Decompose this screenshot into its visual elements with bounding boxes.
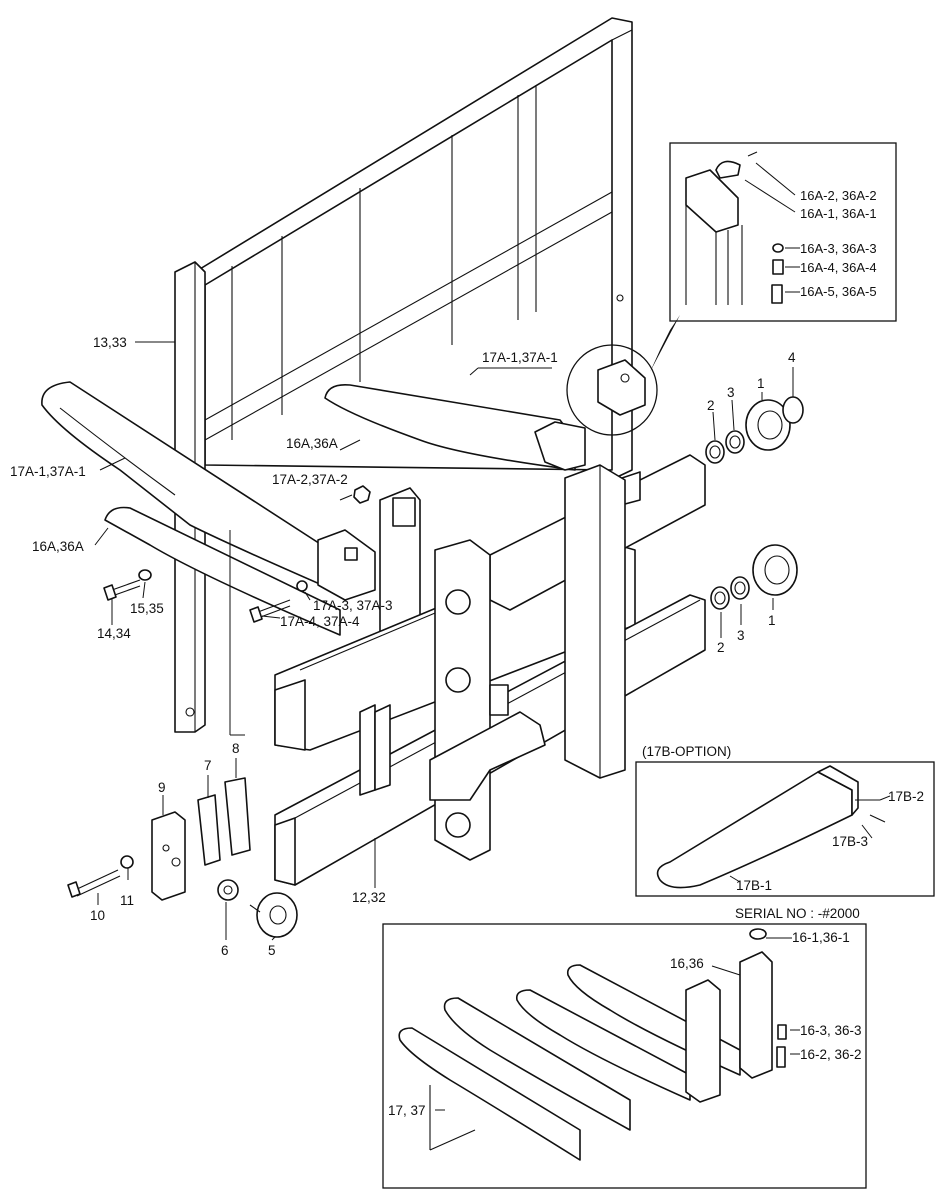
label-17a2: 17A-2,37A-2 bbox=[272, 472, 348, 487]
label-16a-4: 16A-4, 36A-4 bbox=[800, 260, 877, 275]
label-16-2: 16-2, 36-2 bbox=[800, 1047, 862, 1062]
label-10: 10 bbox=[90, 908, 105, 923]
main-labels: 13,33 17A-1,37A-1 16A,36A 17A-2,37A-2 17… bbox=[10, 335, 796, 958]
serial-box: SERIAL NO : -#2000 16-1,36-1 16,36 16-3,… bbox=[382, 906, 867, 1189]
fork-center bbox=[324, 383, 586, 471]
label-11: 11 bbox=[120, 893, 134, 908]
label-6: 6 bbox=[221, 943, 229, 958]
label-16a-mid: 16A,36A bbox=[286, 436, 338, 451]
label-2-lower: 2 bbox=[717, 640, 725, 655]
label-16a-left: 16A,36A bbox=[32, 539, 84, 554]
roller-set-lower bbox=[710, 544, 798, 610]
roller-set-upper bbox=[705, 396, 804, 464]
carriage-posts bbox=[359, 704, 391, 796]
label-17a1-top: 17A-1,37A-1 bbox=[482, 350, 558, 365]
label-12-32: 12,32 bbox=[352, 890, 386, 905]
leader-lines bbox=[94, 341, 794, 941]
label-17a4: 17A-4, 37A-4 bbox=[280, 614, 360, 629]
bolt-17a bbox=[249, 485, 371, 623]
lower-parts bbox=[67, 777, 298, 938]
option-box: (17B-OPTION) 17B-1 17B-2 17B-3 bbox=[635, 744, 935, 897]
label-17b-1: 17B-1 bbox=[736, 878, 772, 893]
label-9: 9 bbox=[158, 780, 166, 795]
label-16a-5: 16A-5, 36A-5 bbox=[800, 284, 877, 299]
fork-left bbox=[41, 381, 346, 596]
label-13-33: 13,33 bbox=[93, 335, 127, 350]
label-14-34: 14,34 bbox=[97, 626, 131, 641]
label-7: 7 bbox=[204, 758, 212, 773]
backrest-frame bbox=[194, 17, 633, 479]
label-3-lower: 3 bbox=[737, 628, 745, 643]
label-17-37: 17, 37 bbox=[388, 1103, 426, 1118]
label-17b-2: 17B-2 bbox=[888, 789, 924, 804]
label-17b-3: 17B-3 bbox=[832, 834, 868, 849]
label-16-3: 16-3, 36-3 bbox=[800, 1023, 862, 1038]
label-16a-3: 16A-3, 36A-3 bbox=[800, 241, 877, 256]
label-16-36: 16,36 bbox=[670, 956, 704, 971]
label-5: 5 bbox=[268, 943, 276, 958]
side-plate bbox=[429, 539, 546, 861]
fork-shank-right bbox=[564, 359, 646, 779]
serial-title: SERIAL NO : -#2000 bbox=[735, 906, 860, 921]
bolt-14-34 bbox=[103, 569, 152, 601]
label-4: 4 bbox=[788, 350, 796, 365]
label-15-35: 15,35 bbox=[130, 601, 164, 616]
label-16-1: 16-1,36-1 bbox=[792, 930, 850, 945]
detail-box: 16A-2, 36A-2 16A-1, 36A-1 16A-3, 36A-3 1… bbox=[669, 142, 897, 322]
label-17a3: 17A-3, 37A-3 bbox=[313, 598, 393, 613]
option-title: (17B-OPTION) bbox=[642, 744, 731, 759]
label-3-upper: 3 bbox=[727, 385, 735, 400]
label-16a-1: 16A-1, 36A-1 bbox=[800, 206, 877, 221]
zoom-circle bbox=[566, 315, 680, 436]
label-1-upper: 1 bbox=[757, 376, 765, 391]
label-17a1-left: 17A-1,37A-1 bbox=[10, 464, 86, 479]
label-1-lower: 1 bbox=[768, 613, 776, 628]
label-2-upper: 2 bbox=[707, 398, 715, 413]
hook-16a-left bbox=[317, 529, 376, 601]
label-16a-2: 16A-2, 36A-2 bbox=[800, 188, 877, 203]
label-8: 8 bbox=[232, 741, 240, 756]
